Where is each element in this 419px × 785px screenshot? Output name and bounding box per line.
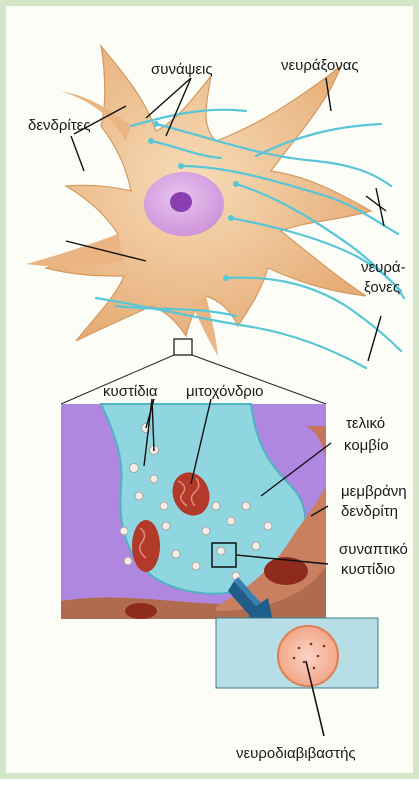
neurotransmitter-vesicle bbox=[278, 626, 338, 686]
label-neurotransmitter: νευροδιαβιβαστής bbox=[236, 745, 356, 762]
label-synaptic-line1: συναπτικό bbox=[339, 541, 408, 558]
label-dendrites: δενδρίτες bbox=[28, 117, 91, 134]
label-axon-top: νευράξονας bbox=[281, 57, 359, 74]
label-terminal-line1: τελικό bbox=[346, 415, 385, 432]
label-axons-line2: ξονες bbox=[364, 279, 400, 296]
zoom-region-box bbox=[174, 339, 192, 355]
dendrite-left bbox=[26, 234, 124, 267]
dendrite-bottom bbox=[191, 296, 218, 356]
label-synapses: συνάψεις bbox=[151, 61, 213, 78]
label-terminal-line2: κομβίο bbox=[344, 437, 389, 454]
neurotransmitter-inset bbox=[216, 618, 378, 688]
label-membrane-line2: δενδρίτη bbox=[341, 503, 398, 520]
label-mitochondria: μιτοχόνδριο bbox=[186, 383, 264, 400]
synapse-panel bbox=[61, 404, 326, 619]
label-synaptic-line2: κυστίδιο bbox=[341, 561, 395, 578]
label-vesicles: κυστίδια bbox=[103, 383, 158, 400]
nucleolus bbox=[170, 192, 192, 212]
label-membrane-line1: μεμβράνη bbox=[341, 483, 407, 500]
neuron-diagram: συνάψεις νευράξονας δενδρίτες νευρά- ξον… bbox=[6, 6, 419, 785]
label-axons-line1: νευρά- bbox=[361, 259, 406, 276]
